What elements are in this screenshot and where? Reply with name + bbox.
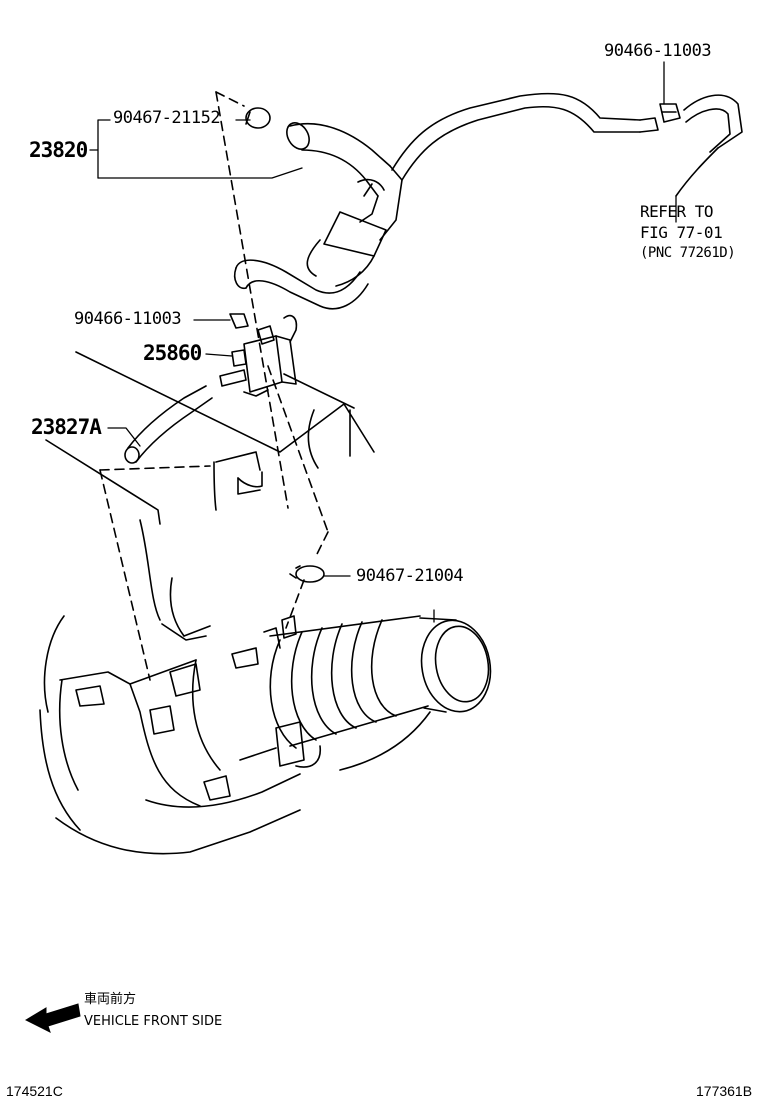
refer-hose xyxy=(675,94,743,197)
part-label-23827A: 23827A xyxy=(31,415,102,439)
leader-lines xyxy=(89,61,677,623)
air-intake-hose xyxy=(231,615,492,768)
hose-23827A xyxy=(124,385,213,464)
part-label-90467-21152: 90467-21152 xyxy=(113,108,221,128)
refer-to-line3: (PNC 77261D) xyxy=(640,245,736,261)
refer-to-line2: FIG 77-01 xyxy=(640,223,723,242)
figure-code-left: 174521C xyxy=(6,1083,63,1099)
clamp-top xyxy=(659,103,681,123)
hose-assembly-23820 xyxy=(233,122,403,310)
engine-block xyxy=(45,351,375,525)
clip-90467-21004 xyxy=(289,565,325,583)
part-label-23820: 23820 xyxy=(29,138,88,162)
clamp-mid xyxy=(229,313,249,329)
leader-dashes xyxy=(99,91,329,681)
arrow-left-icon xyxy=(24,1003,81,1033)
engine-lower xyxy=(39,519,431,855)
vsv-25860 xyxy=(219,314,298,397)
refer-to-line1: REFER TO xyxy=(640,202,714,221)
front-indicator-japanese: 車両前方 xyxy=(84,992,137,1007)
part-label-90467-21004: 90467-21004 xyxy=(356,566,464,586)
figure-code-right: 177361B xyxy=(696,1083,753,1099)
vacuum-hose-upper xyxy=(391,92,659,181)
front-indicator-english: VEHICLE FRONT SIDE xyxy=(84,1014,223,1029)
part-label-25860: 25860 xyxy=(143,341,202,365)
clip-90467-21152 xyxy=(245,107,271,129)
part-label-90466-11003-top: 90466-11003 xyxy=(604,41,712,61)
part-label-90466-11003-mid: 90466-11003 xyxy=(74,309,182,329)
